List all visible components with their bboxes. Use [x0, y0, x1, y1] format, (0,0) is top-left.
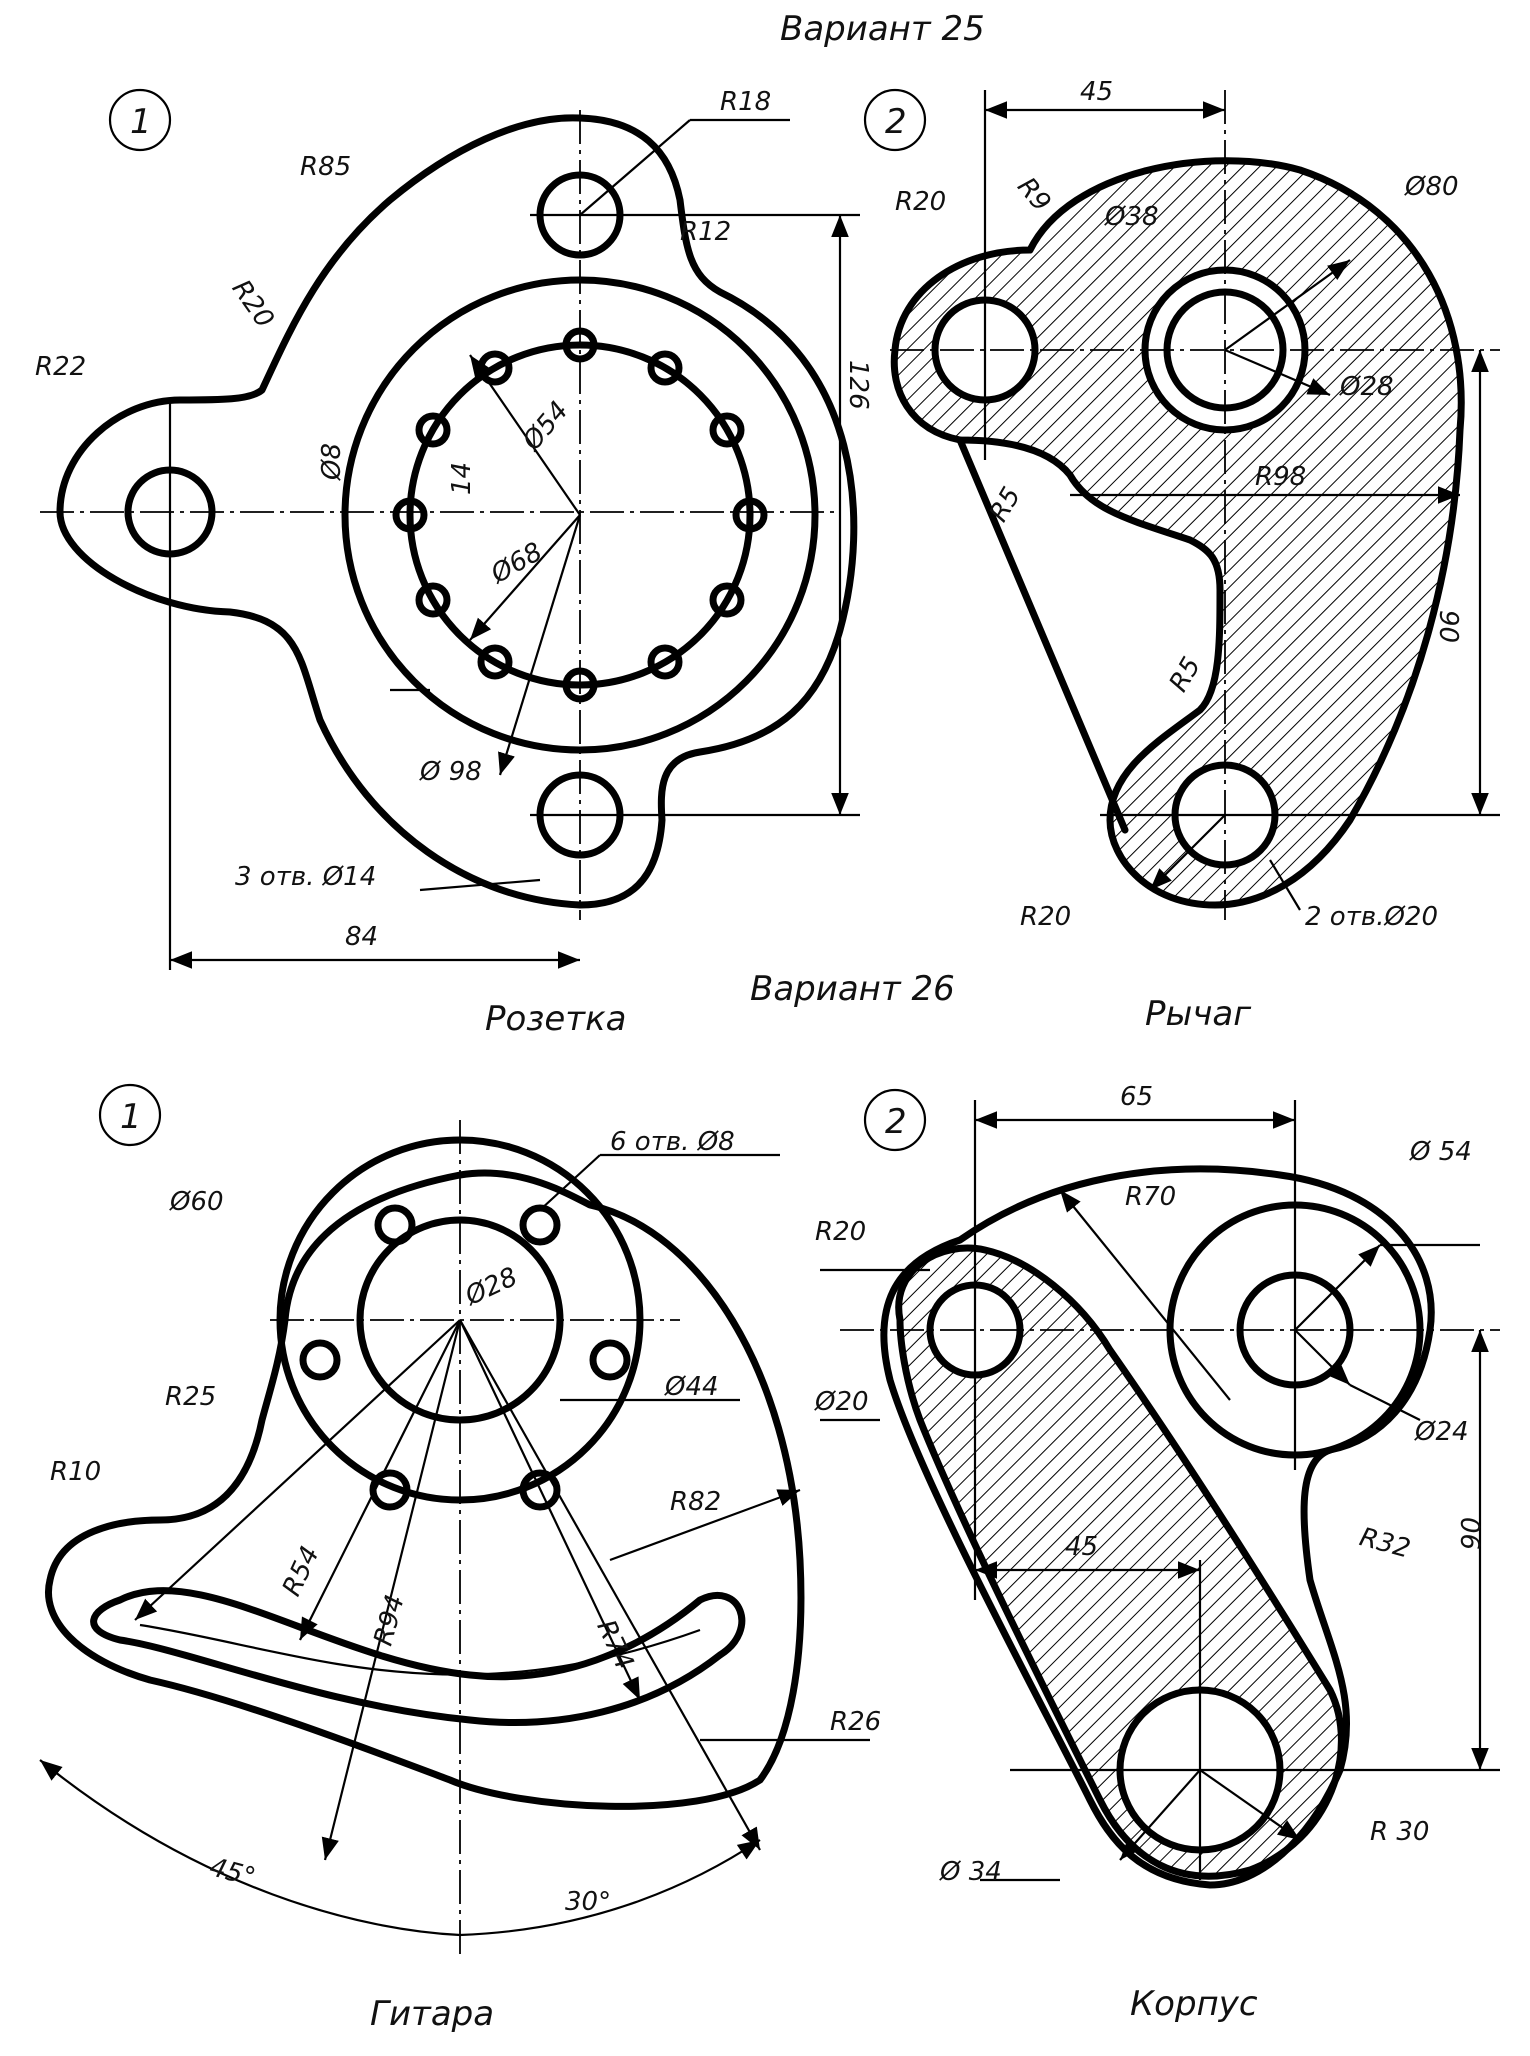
drawing-name: Розетка [485, 999, 626, 1039]
dim-l45: 45 [1080, 77, 1113, 107]
dim-d54: Ø 54 [1409, 1137, 1472, 1167]
dim-r94: R94 [369, 1592, 411, 1649]
dim-d44: Ø44 [664, 1372, 719, 1402]
dim-d28: Ø28 [1339, 372, 1394, 402]
dim-d34: Ø 34 [939, 1857, 1002, 1887]
dim-d68: Ø68 [485, 537, 547, 590]
gitara-outline [45, 1169, 805, 1810]
dim-d54: Ø54 [517, 396, 575, 457]
drawing-gitara: 1 6 отв. Ø8 Ø60 Ø28 Ø44 R25 [39, 1083, 881, 2034]
dim-h126: 126 [843, 360, 873, 410]
dim-r10: R10 [50, 1457, 101, 1487]
dim-r18: R18 [720, 87, 771, 117]
dim-holes: 2 отв.Ø20 [1305, 902, 1438, 932]
dim-r20a: R20 [895, 187, 946, 217]
dim-a30: 30° [565, 1887, 611, 1917]
dim-d80: Ø80 [1404, 172, 1459, 202]
dim-r12: R12 [680, 217, 731, 247]
dim-r54: R54 [277, 1542, 326, 1601]
drawing-number-circle [863, 1088, 927, 1152]
rychag-lower-edge [956, 436, 1129, 834]
drawing-number-circle [98, 1083, 162, 1147]
curved-slot [90, 1587, 746, 1726]
variant-25-heading: Вариант 25 [780, 9, 985, 49]
dim-holes: 6 отв. Ø8 [610, 1127, 735, 1157]
dim-r82: R82 [670, 1487, 721, 1517]
dim-d8: Ø8 [317, 443, 347, 481]
angle-arc [39, 1759, 761, 1937]
dim-holes: 3 отв. Ø14 [235, 862, 376, 892]
drawing-rychag: 2 45 R9 R20 Ø38 Ø80 Ø28 R5 R98 90 R5 R20… [863, 77, 1500, 1034]
drawing-number: 1 [130, 102, 152, 142]
dim-h90: 90 [1457, 1517, 1487, 1550]
dim-r70: R70 [1125, 1182, 1176, 1212]
drawing-name: Рычаг [1145, 994, 1252, 1034]
spline-notches [392, 327, 768, 703]
drawing-name: Гитара [370, 1994, 494, 2034]
drawing-number-circle [863, 88, 927, 152]
drawing-korpus: 2 65 Ø 54 R70 R20 Ø20 Ø24 45 R32 90 R [814, 1082, 1500, 2024]
dim-d24: Ø24 [1414, 1417, 1469, 1447]
dim-r20: R20 [815, 1217, 866, 1247]
dim-d20: Ø20 [814, 1387, 869, 1417]
dim-r9: R9 [1011, 172, 1056, 218]
drawing-number: 2 [885, 102, 907, 142]
dim-r98: R98 [1255, 462, 1306, 492]
dim-r22: R22 [35, 352, 86, 382]
dim-r32: R32 [1356, 1522, 1413, 1564]
dim-l45: 45 [1065, 1532, 1098, 1562]
dim-d38: Ø38 [1104, 202, 1159, 232]
dim-d60: Ø60 [169, 1187, 224, 1217]
dim-a45: 45° [206, 1852, 258, 1893]
bolt-holes [299, 1204, 631, 1511]
korpus-outline [880, 1165, 1435, 1889]
dim-r30: R 30 [1370, 1817, 1429, 1847]
drawing-number: 1 [120, 1097, 142, 1137]
variant-26-heading: Вариант 26 [750, 969, 955, 1009]
dim-r20b: R20 [1020, 902, 1071, 932]
drawing-name: Корпус [1130, 1984, 1258, 2024]
dim-d98: Ø 98 [419, 757, 482, 787]
dim-r5b: R5 [1164, 652, 1207, 697]
drawing-number-circle [108, 88, 172, 152]
dim-r85: R85 [300, 152, 351, 182]
dim-r25: R25 [165, 1382, 216, 1412]
dim-r20: R20 [226, 275, 280, 334]
dim-l84: 84 [345, 922, 378, 952]
drawing-number: 2 [885, 1102, 907, 1142]
dim-w14: 14 [447, 462, 477, 495]
dim-d28: Ø28 [460, 1262, 522, 1312]
slot-centerline [139, 1623, 701, 1676]
dim-r26: R26 [830, 1707, 881, 1737]
drawing-rozetka: 1 [35, 87, 873, 1039]
dim-l65: 65 [1120, 1082, 1153, 1112]
dim-h90: 90 [1433, 610, 1463, 643]
